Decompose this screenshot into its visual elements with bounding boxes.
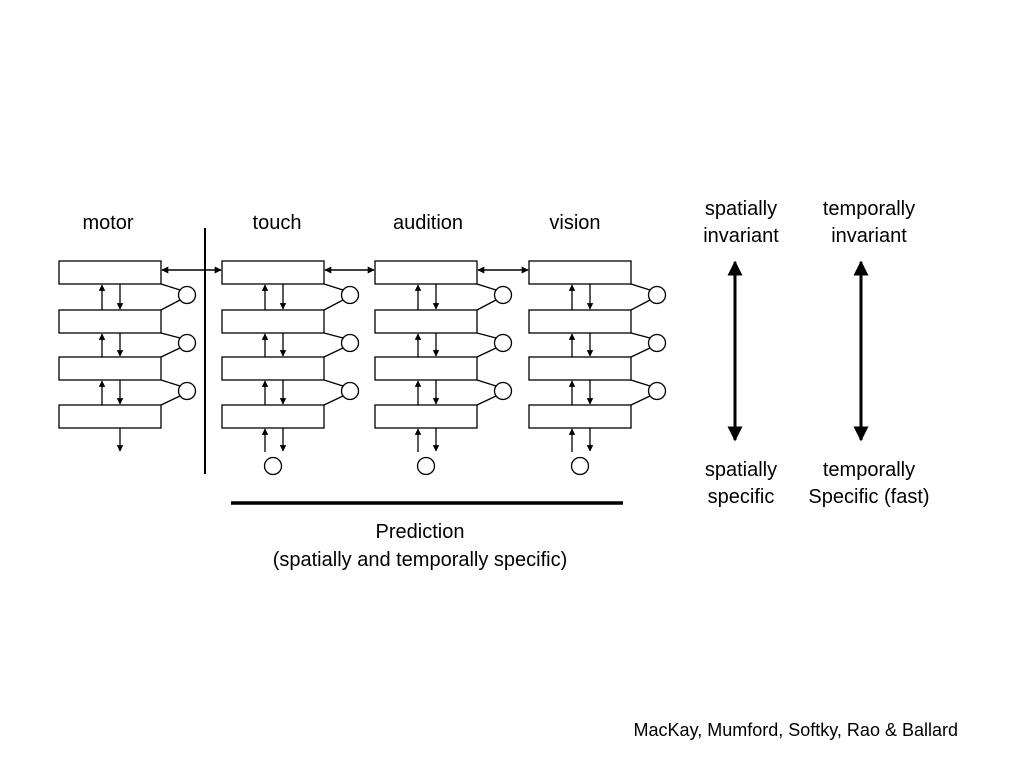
temporal-bottom-line2: Specific (fast) [808,486,929,508]
touch-link-lower-3 [323,395,344,406]
audition-level-1-box [374,260,478,285]
motor-link-upper-3 [160,379,181,387]
spatial-top-line2: invariant [703,225,779,247]
spatial-top-line1: spatially [705,198,777,220]
audition-level-4-box [374,404,478,429]
column-label-vision: vision [549,212,600,234]
motor-level-3-box [58,356,162,381]
motor-error-unit-2 [177,333,197,353]
motor-level-2-box [58,309,162,334]
touch-error-unit-1 [340,285,360,305]
motor-link-upper-2 [160,332,181,339]
audition-input-unit [416,456,436,476]
motor-link-lower-3 [160,395,181,406]
hierarchy-columns [58,260,667,476]
vision-level-2-box [528,309,632,334]
audition-link-upper-2 [476,332,497,339]
column-label-touch: touch [253,212,302,234]
motor-error-unit-3 [177,381,197,401]
spatial-bottom-line1: spatially [705,459,777,481]
touch-link-upper-2 [323,332,344,339]
temporal-bottom-line1: temporally [823,459,915,481]
vision-link-lower-2 [630,347,651,358]
touch-link-upper-3 [323,379,344,387]
touch-error-unit-3 [340,381,360,401]
vision-link-upper-3 [630,379,651,387]
touch-link-lower-1 [323,299,344,311]
audition-error-unit-1 [493,285,513,305]
vision-link-lower-3 [630,395,651,406]
vision-error-unit-2 [647,333,667,353]
temporal-top-line2: invariant [831,225,907,247]
prediction-subtitle: (spatially and temporally specific) [273,549,568,571]
touch-link-upper-1 [323,283,344,291]
vision-level-3-box [528,356,632,381]
motor-level-4-box [58,404,162,429]
audition-error-unit-3 [493,381,513,401]
vision-input-unit [570,456,590,476]
audition-link-lower-2 [476,347,497,358]
touch-level-1-box [221,260,325,285]
audition-level-2-box [374,309,478,334]
touch-link-lower-2 [323,347,344,358]
touch-level-4-box [221,404,325,429]
audition-link-lower-3 [476,395,497,406]
temporal-top-line1: temporally [823,198,915,220]
vision-error-unit-3 [647,381,667,401]
vision-link-upper-1 [630,283,651,291]
motor-link-lower-2 [160,347,181,358]
audition-link-upper-1 [476,283,497,291]
credit-text: MacKay, Mumford, Softky, Rao & Ballard [634,720,958,740]
motor-level-1-box [58,260,162,285]
touch-level-3-box [221,356,325,381]
vision-link-lower-1 [630,299,651,311]
spatial-bottom-line2: specific [708,486,775,508]
vision-level-4-box [528,404,632,429]
audition-error-unit-2 [493,333,513,353]
touch-input-unit [263,456,283,476]
audition-link-upper-3 [476,379,497,387]
column-label-audition: audition [393,212,463,234]
touch-error-unit-2 [340,333,360,353]
touch-level-2-box [221,309,325,334]
prediction-title: Prediction [376,521,465,543]
audition-level-3-box [374,356,478,381]
motor-link-upper-1 [160,283,181,291]
motor-link-lower-1 [160,299,181,311]
vision-level-1-box [528,260,632,285]
vision-error-unit-1 [647,285,667,305]
column-label-motor: motor [82,212,133,234]
motor-error-unit-1 [177,285,197,305]
audition-link-lower-1 [476,299,497,311]
vision-link-upper-2 [630,332,651,339]
